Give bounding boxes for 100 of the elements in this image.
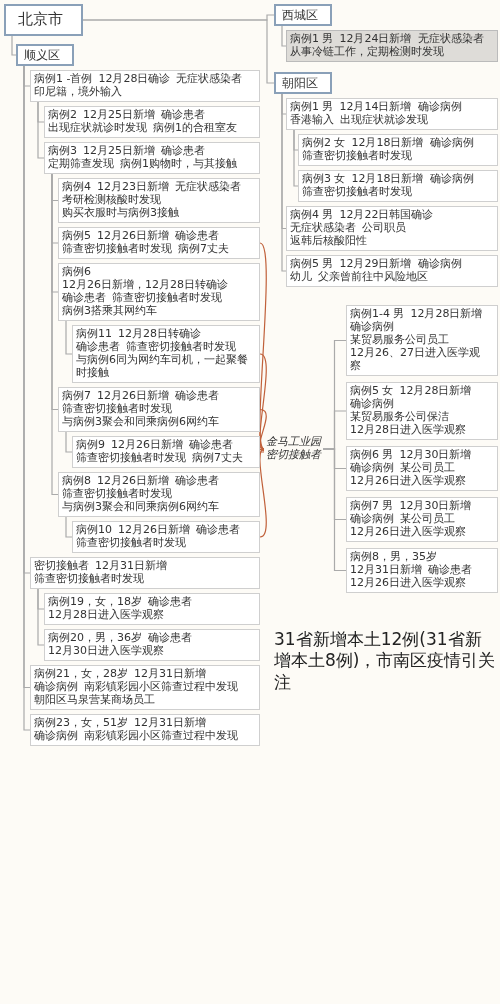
case-detail: 病例1的合租室友 [153,121,237,135]
connector-line [65,516,73,538]
case-detail: 筛查密切接触者时发现 [76,536,186,550]
case-detail: 12月26日新增 [97,475,169,488]
case-detail: 病例1 男 [290,101,334,114]
case-detail: 确诊病例 [417,258,462,271]
case-detail: 12月30日新增 [399,500,472,513]
case-detail: 12月26日新增，12月28日转确诊 [62,278,228,292]
case-detail: 确诊患者 [175,475,219,488]
case-detail: 筛查密切接触者时发现 [62,487,172,501]
case-detail: 无症状感染者 [176,73,243,86]
case-detail: 12月26日进入医学观察 [350,576,466,590]
case-detail: 病例3 女 [302,173,346,186]
case-detail: 幼儿 [290,270,312,284]
case-detail: 病例2 [48,109,77,122]
case-detail: 12月14日新增 [339,101,412,114]
district-box [274,72,332,95]
case-detail: 病例5 女 [350,385,394,398]
case-card [346,446,498,491]
case-detail: 确诊患者 [189,439,233,452]
case-detail: 筛查密切接触者时发现 [112,291,222,305]
case-detail: 12月23日新增 [97,181,169,194]
connector-line [259,353,267,450]
case-detail: 12月28日确诊 [98,73,171,86]
case-detail: 12月18日新增 [351,137,424,150]
case-detail: 12月28日进入医学观察 [48,608,164,622]
case-detail: 12月26、27日进入医学观察 [350,346,481,373]
case-card [30,557,260,589]
caption: 31省新增本土12例(31省新增本土8例)，市南区疫情引关注 [274,629,496,693]
case-card [346,305,498,376]
case-detail: 从事冷链工作，定期检测时发现 [290,45,444,59]
case-card [286,30,498,62]
case-card [44,629,260,661]
case-card [58,178,260,223]
case-detail: 考研检测核酸时发现 [62,193,161,207]
case-detail: 12月26日新增 [97,230,169,243]
case-card [286,206,498,251]
case-detail: 病例7丈夫 [192,451,243,465]
connector-line [65,431,73,453]
case-detail: 定期筛查发现 [48,157,114,171]
case-detail: 病例3搭乘其网约车 [62,304,157,318]
case-detail: 12月29日新增 [339,258,412,271]
city-name: 北京市 [18,11,63,29]
case-detail: 南彩镇彩园小区筛查过程中发现 [84,729,238,743]
connector-line [51,173,59,496]
connector-line [259,448,267,538]
case-detail: 南彩镇彩园小区筛查过程中发现 [84,680,238,694]
case-detail: 确诊病例 [34,680,78,694]
district-box [274,4,332,27]
case-detail: 筛查密切接触者时发现 [34,572,144,586]
case-detail: 病例7丈夫 [178,242,229,256]
case-detail: 病例4 男 [290,209,334,222]
case-detail: 病例1购物时，与其接触 [120,157,237,171]
case-detail: 12月28日新增 [410,308,483,321]
case-detail: 购买衣服时与病例3接触 [62,206,179,220]
case-detail: 12月18日新增 [351,173,424,186]
case-detail: 12月31日新增 [134,717,206,730]
case-detail: 确诊病例 [350,397,394,411]
case-detail: 12月25日新增 [83,145,155,158]
connector-line [37,588,45,646]
case-detail: 筛查密切接触者时发现 [62,402,172,416]
district-name: 西城区 [282,8,318,23]
case-detail: 筛查密切接触者时发现 [302,149,412,163]
case-detail: 病例3 [48,145,77,158]
case-card [72,436,260,468]
case-detail: 香港输入 [290,113,334,127]
case-detail: 确诊病例 [34,729,78,743]
case-detail: 筛查密切接触者时发现 [302,185,412,199]
district-name: 顺义区 [24,48,60,63]
case-detail: 某公司员工 [400,461,455,475]
connector-line [293,129,299,187]
case-detail: 12月26日新增 [118,524,190,537]
case-detail: 12月31日新增 [350,563,422,577]
case-detail: 确诊病例 [429,173,474,186]
connector-line [281,93,287,272]
case-detail: 出现症状就诊发现 [340,113,428,127]
case-card [58,387,260,432]
case-detail: 12月31日新增 [95,560,167,573]
case-detail: 返韩后核酸阳性 [290,234,367,248]
case-detail: 确诊病例 [417,101,462,114]
case-card [44,593,260,625]
case-card [346,382,498,440]
case-detail: 12月28日转确诊 [118,328,201,341]
case-detail: 病例23，女，51岁 [34,717,128,730]
case-detail: 某贸易服务公司保洁 [350,410,449,424]
case-detail: 筛查密切接触者时发现 [126,340,236,354]
case-detail: 某公司员工 [400,512,455,526]
case-detail: 病例19，女，18岁 [48,596,142,609]
case-detail: 病例5 男 [290,258,334,271]
connector-line [259,408,267,450]
case-detail: 12月26日进入医学观察 [350,474,466,488]
case-detail: 无症状感染者 [417,33,484,46]
connector-line [37,101,45,159]
case-card [58,263,260,321]
case-card [72,325,260,383]
connector-line [11,35,17,56]
case-card [58,227,260,259]
case-detail: 与病例6同为网约车司机，一起聚餐时接触 [76,353,249,380]
case-detail: 病例7 [62,390,91,403]
case-detail: 12月26日新增 [111,439,183,452]
